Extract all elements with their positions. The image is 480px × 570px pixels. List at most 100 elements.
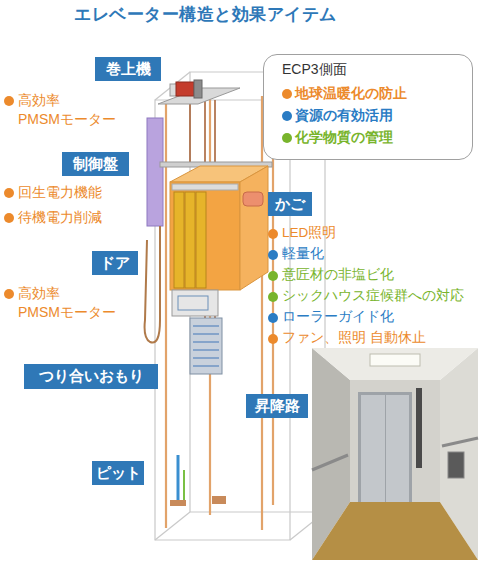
node-text: 昇降路 bbox=[255, 397, 300, 416]
feature-item: 意匠材の非塩ビ化 bbox=[268, 266, 478, 285]
feature-item: 高効率 PMSMモーター bbox=[4, 284, 144, 323]
cabin-photo bbox=[312, 455, 348, 470]
counterweight bbox=[190, 318, 222, 374]
node-text: 制御盤 bbox=[73, 155, 118, 174]
cabin-photo bbox=[350, 380, 440, 502]
elevator-car bbox=[196, 192, 206, 288]
legend-text: 化学物質の管理 bbox=[295, 129, 393, 147]
pit-equipment bbox=[212, 496, 226, 504]
part-label-box: ドア bbox=[92, 251, 138, 275]
legend-swatch bbox=[282, 89, 292, 99]
pit-equipment bbox=[170, 500, 186, 506]
feature-item: 回生電力機能 bbox=[4, 183, 144, 202]
cabin-photo bbox=[361, 395, 385, 502]
legend-text: 地球温暖化の防止 bbox=[295, 85, 407, 103]
part-label-box: 制御盤 bbox=[62, 152, 129, 176]
travel-cable bbox=[145, 226, 160, 343]
cabin-photo bbox=[358, 392, 412, 502]
bullet-dot bbox=[4, 96, 14, 106]
counterweight bbox=[193, 333, 219, 334]
cabin-photo bbox=[416, 388, 422, 468]
counterweight bbox=[193, 357, 219, 358]
part-label-box: つり合いおもり bbox=[24, 364, 158, 389]
node-text: ドア bbox=[100, 254, 130, 273]
node-text: ECP3側面 bbox=[282, 61, 472, 79]
cabin-photo bbox=[312, 348, 478, 380]
feature-text: 意匠材の非塩ビ化 bbox=[282, 266, 394, 285]
feature-item: 軽量化 bbox=[268, 245, 478, 264]
legend-swatch bbox=[282, 133, 292, 143]
feature-text: 高効率 PMSMモーター bbox=[18, 91, 144, 130]
bullet-dot bbox=[4, 289, 14, 299]
cabin-photo bbox=[312, 502, 478, 560]
feature-item: LED照明 bbox=[268, 224, 478, 243]
counterweight bbox=[193, 341, 219, 342]
elevator-car bbox=[172, 184, 238, 190]
hoisting-machine bbox=[194, 80, 202, 98]
feature-item: 待機電力削減 bbox=[4, 208, 144, 227]
feature-text: ローラーガイド化 bbox=[282, 308, 394, 327]
feature-item: シックハウス症候群への対応 bbox=[268, 287, 478, 306]
feature-item: 高効率 PMSMモーター bbox=[4, 91, 144, 130]
elevator-car bbox=[240, 166, 268, 290]
counterweight bbox=[193, 325, 219, 326]
travel-cable bbox=[145, 226, 160, 343]
feature-text: シックハウス症候群への対応 bbox=[282, 287, 464, 306]
bullet-dot bbox=[268, 334, 278, 344]
part-label-box: 昇降路 bbox=[246, 394, 308, 418]
guide-rail bbox=[261, 96, 263, 530]
counterweight bbox=[193, 349, 219, 350]
cabin-photo bbox=[442, 438, 478, 446]
cabin-photo bbox=[370, 354, 420, 366]
bullet-dot bbox=[4, 213, 14, 223]
bullet-dot bbox=[4, 188, 14, 198]
part-label-box: ピット bbox=[92, 461, 144, 485]
cabin-photo bbox=[312, 348, 478, 560]
legend-swatch bbox=[282, 111, 292, 121]
node-text: ピット bbox=[96, 464, 141, 483]
feature-text: 軽量化 bbox=[282, 245, 324, 264]
elevator-car bbox=[174, 192, 184, 288]
shaft-wireframe bbox=[155, 512, 190, 540]
control-panel-cabinet bbox=[147, 118, 163, 226]
feature-text: 待機電力削減 bbox=[18, 208, 102, 227]
feature-text: 回生電力機能 bbox=[18, 183, 102, 202]
feature-text: ファン、照明 自動休止 bbox=[282, 329, 426, 348]
pit-equipment bbox=[177, 455, 180, 505]
control-panel-cabinet bbox=[147, 118, 163, 226]
hoisting-machine bbox=[158, 80, 240, 104]
elevator-car bbox=[170, 182, 240, 290]
bullet-dot bbox=[268, 313, 278, 323]
pit-equipment bbox=[170, 455, 226, 506]
legend-entry: 化学物質の管理 bbox=[282, 129, 393, 147]
main-rope bbox=[189, 100, 191, 166]
legend-entry: 地球温暖化の防止 bbox=[282, 85, 407, 103]
counterweight bbox=[190, 318, 222, 374]
cabin-photo bbox=[448, 452, 464, 478]
elevator-car bbox=[185, 192, 195, 288]
car-bottom-equipment bbox=[172, 290, 218, 316]
node-text: 巻上機 bbox=[106, 60, 151, 79]
legend-entry: 資源の有効活用 bbox=[282, 107, 393, 125]
feature-item: ローラーガイド化 bbox=[268, 308, 478, 327]
bullet-dot bbox=[268, 229, 278, 239]
diagram-title: エレベーター構造と効果アイテム bbox=[74, 3, 337, 26]
elevator-car bbox=[160, 162, 272, 290]
counterweight bbox=[193, 365, 219, 366]
guide-rail bbox=[166, 86, 273, 530]
feature-text: LED照明 bbox=[282, 224, 336, 243]
counterweight bbox=[193, 326, 219, 366]
feature-text: 高効率 PMSMモーター bbox=[18, 284, 144, 323]
shaft-wireframe bbox=[155, 100, 290, 540]
bullet-dot bbox=[268, 292, 278, 302]
bullet-dot bbox=[268, 271, 278, 281]
node-text: つり合いおもり bbox=[39, 367, 144, 386]
pit-equipment bbox=[183, 470, 185, 505]
part-label-box: かご bbox=[268, 192, 312, 216]
cabin-photo bbox=[386, 395, 409, 502]
hoisting-machine bbox=[176, 82, 194, 96]
bullet-dot bbox=[268, 250, 278, 260]
legend-text: 資源の有効活用 bbox=[295, 107, 393, 125]
